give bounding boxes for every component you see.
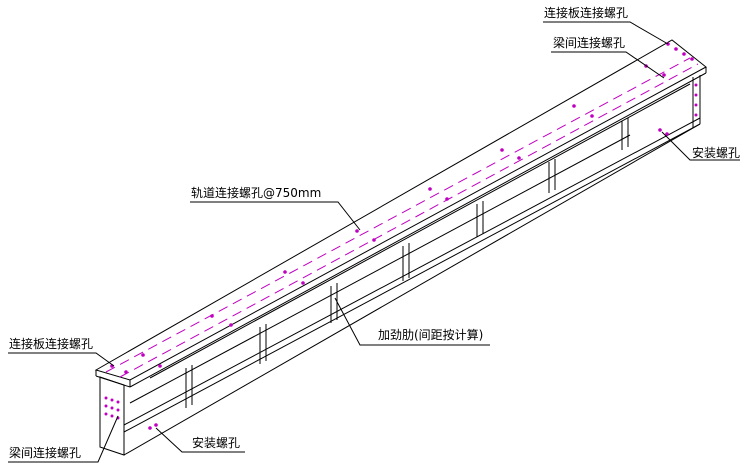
stiffener — [476, 201, 484, 237]
label-install-bolt-right: 安装螺孔 — [692, 146, 741, 160]
plate-holes — [110, 42, 694, 374]
leader-lines — [8, 21, 740, 463]
leader-beam-bottom — [8, 415, 119, 463]
stiffener — [330, 283, 338, 323]
web-bottom-edge — [123, 117, 701, 426]
rail-line-b — [119, 63, 699, 378]
leader-install-bottom — [155, 427, 245, 453]
leader-stiffener — [334, 297, 490, 346]
label-install-bolt-bottom: 安装螺孔 — [192, 436, 241, 450]
stiffener — [402, 243, 410, 281]
rail-bolt-holes — [141, 64, 666, 368]
beam-outline — [94, 39, 707, 456]
stiffener — [548, 159, 556, 193]
install-holes — [148, 128, 669, 430]
label-beam-bolt-bottom: 梁间连接螺孔 — [9, 446, 82, 460]
label-plate-bolt-left: 连接板连接螺孔 — [9, 337, 94, 351]
leader-rail — [190, 201, 361, 231]
leader-beam-top — [551, 51, 665, 79]
rail-lines — [105, 57, 699, 378]
leader-plate-left — [8, 352, 115, 367]
stiffener — [259, 324, 267, 364]
stiffener — [185, 365, 193, 408]
stiffeners — [185, 118, 629, 408]
rail-line-a — [105, 57, 691, 373]
leader-install-right — [661, 131, 740, 161]
label-beam-bolt-top: 梁间连接螺孔 — [553, 36, 626, 50]
label-rail-bolt: 轨道连接螺孔@750mm — [191, 186, 322, 200]
label-stiffener: 加劲肋(间距按计算) — [378, 328, 484, 342]
label-plate-bolt-top: 连接板连接螺孔 — [544, 6, 629, 20]
leader-plate-top — [543, 21, 669, 45]
stiffener — [621, 118, 629, 150]
